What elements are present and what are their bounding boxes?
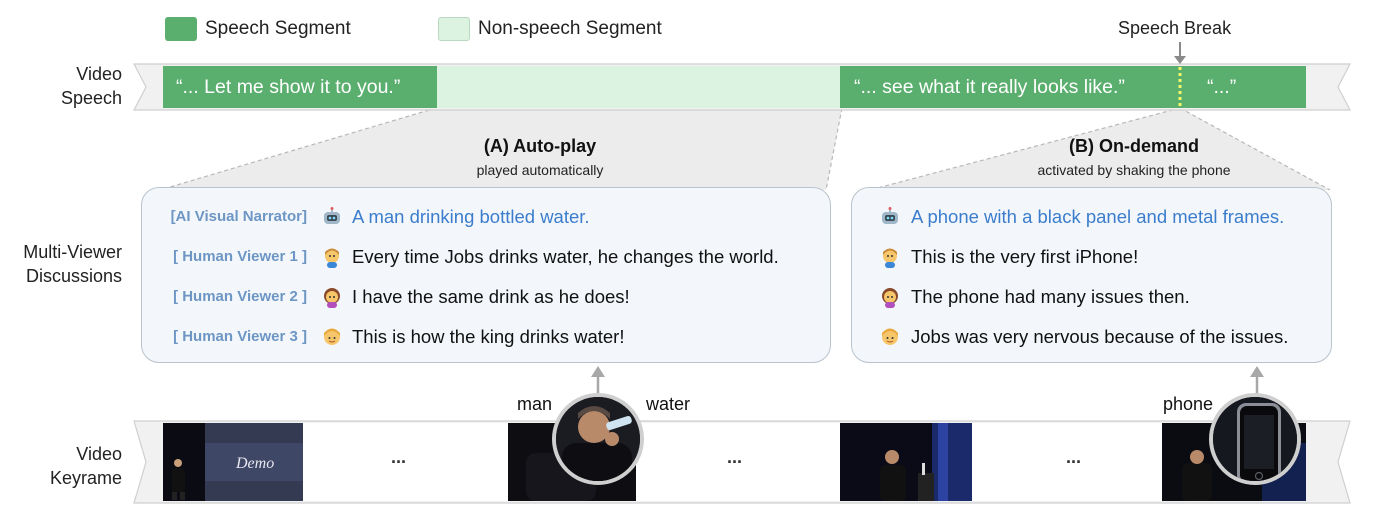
ondemand-message-viewer3: Jobs was very nervous because of the iss…: [911, 326, 1289, 347]
autoplay-message-ai: A man drinking bottled water.: [352, 206, 590, 227]
speech-segment-3: [1183, 66, 1306, 108]
speech-legend-swatch: [165, 17, 197, 41]
keyframe-label-line1: Video: [76, 444, 122, 464]
keyframe-4-zoom-circle: [1209, 393, 1301, 485]
video-speech-label-line2: Speech: [60, 88, 122, 108]
nonspeech-legend-swatch: [438, 17, 470, 41]
ondemand-wedge-right-edge: [1179, 107, 1331, 191]
autoplay-row-viewer3: [ Human Viewer 3 ] This is how the king …: [142, 325, 832, 349]
speaker-label: [ Human Viewer 2 ]: [173, 288, 307, 305]
speech-legend-label: Speech Segment: [205, 18, 351, 39]
speaker-label: [ Human Viewer 1 ]: [173, 248, 307, 265]
viewer-1-icon: [321, 246, 343, 268]
discussions-label-line2: Discussions: [25, 266, 122, 286]
speech-segment-1: [163, 66, 437, 108]
keyframe-ellipsis-3: ...: [1066, 447, 1082, 467]
ondemand-message-viewer1: This is the very first iPhone!: [911, 246, 1139, 267]
autoplay-up-arrow-head: [591, 366, 605, 377]
keyframe-3: [840, 423, 972, 501]
autoplay-row-viewer2: [ Human Viewer 2 ] I have the same drink…: [142, 285, 832, 309]
ondemand-title: (B) On-demand: [1069, 136, 1199, 156]
viewer-1-icon: [879, 246, 901, 268]
autoplay-title: (A) Auto-play: [483, 136, 597, 156]
speech-segment-3-text: “...”: [1207, 76, 1237, 98]
ondemand-message-ai: A phone with a black panel and metal fra…: [911, 206, 1285, 227]
robot-icon: [321, 206, 343, 228]
ondemand-discussion-panel: A phone with a black panel and metal fra…: [851, 187, 1332, 363]
speech-segment-2-text: “... see what it really looks like.”: [854, 76, 1125, 98]
keyword-water: water: [646, 394, 691, 414]
ondemand-up-arrow-head: [1250, 366, 1264, 377]
autoplay-message-viewer2: I have the same drink as he does!: [352, 286, 630, 307]
autoplay-row-ai: [AI Visual Narrator] A man drinking bott…: [142, 205, 832, 229]
speaker-label: [ Human Viewer 3 ]: [173, 328, 307, 345]
speech-break-arrow-head: [1174, 56, 1186, 64]
keyframe-1: Demo: [163, 423, 303, 501]
autoplay-wedge: [160, 108, 842, 190]
keyframe-1-title: Demo: [236, 455, 275, 472]
viewer-3-icon: [879, 326, 901, 348]
robot-icon: [879, 206, 901, 228]
video-speech-label: Video Speech: [40, 62, 122, 110]
keyword-phone: phone: [1163, 394, 1214, 414]
ondemand-subtitle: activated by shaking the phone: [1037, 162, 1231, 178]
speaker-label: [AI Visual Narrator]: [170, 208, 307, 225]
keyword-man: man: [517, 394, 553, 414]
viewer-3-icon: [321, 326, 343, 348]
autoplay-discussion-panel: [AI Visual Narrator] A man drinking bott…: [141, 187, 831, 363]
ondemand-row-viewer2: The phone had many issues then.: [852, 285, 1333, 309]
keyframe-ellipsis-2: ...: [727, 447, 743, 467]
autoplay-subtitle: played automatically: [476, 162, 604, 178]
ondemand-row-ai: A phone with a black panel and metal fra…: [852, 205, 1333, 229]
ondemand-message-viewer2: The phone had many issues then.: [911, 286, 1190, 307]
viewer-2-icon: [879, 286, 901, 308]
speech-segment-2: [840, 66, 1178, 108]
ondemand-row-viewer1: This is the very first iPhone!: [852, 245, 1333, 269]
autoplay-row-viewer1: [ Human Viewer 1 ] Every time Jobs drink…: [142, 245, 832, 269]
autoplay-message-viewer1: Every time Jobs drinks water, he changes…: [352, 246, 779, 267]
ondemand-row-viewer3: Jobs was very nervous because of the iss…: [852, 325, 1333, 349]
autoplay-wedge-left-edge: [159, 107, 437, 191]
speech-break-label: Speech Break: [1118, 18, 1232, 38]
autoplay-message-viewer3: This is how the king drinks water!: [352, 326, 625, 347]
viewer-2-icon: [321, 286, 343, 308]
keyframe-2-zoom-circle: [552, 393, 644, 485]
keyframe-label-line2: Keyrame: [49, 468, 122, 488]
discussions-label-line1: Multi-Viewer: [23, 242, 122, 262]
keyframe-strip-inner: [163, 423, 1306, 501]
nonspeech-legend-label: Non-speech Segment: [478, 18, 662, 39]
keyframe-label: Video Keyrame: [40, 442, 122, 490]
ondemand-wedge-left-edge: [869, 107, 1181, 191]
ondemand-wedge: [870, 108, 1330, 190]
video-speech-label-line1: Video: [76, 64, 122, 84]
discussions-label: Multi-Viewer Discussions: [0, 240, 122, 288]
speech-segment-1-text: “... Let me show it to you.”: [176, 76, 401, 98]
keyframe-ellipsis-1: ...: [391, 447, 407, 467]
